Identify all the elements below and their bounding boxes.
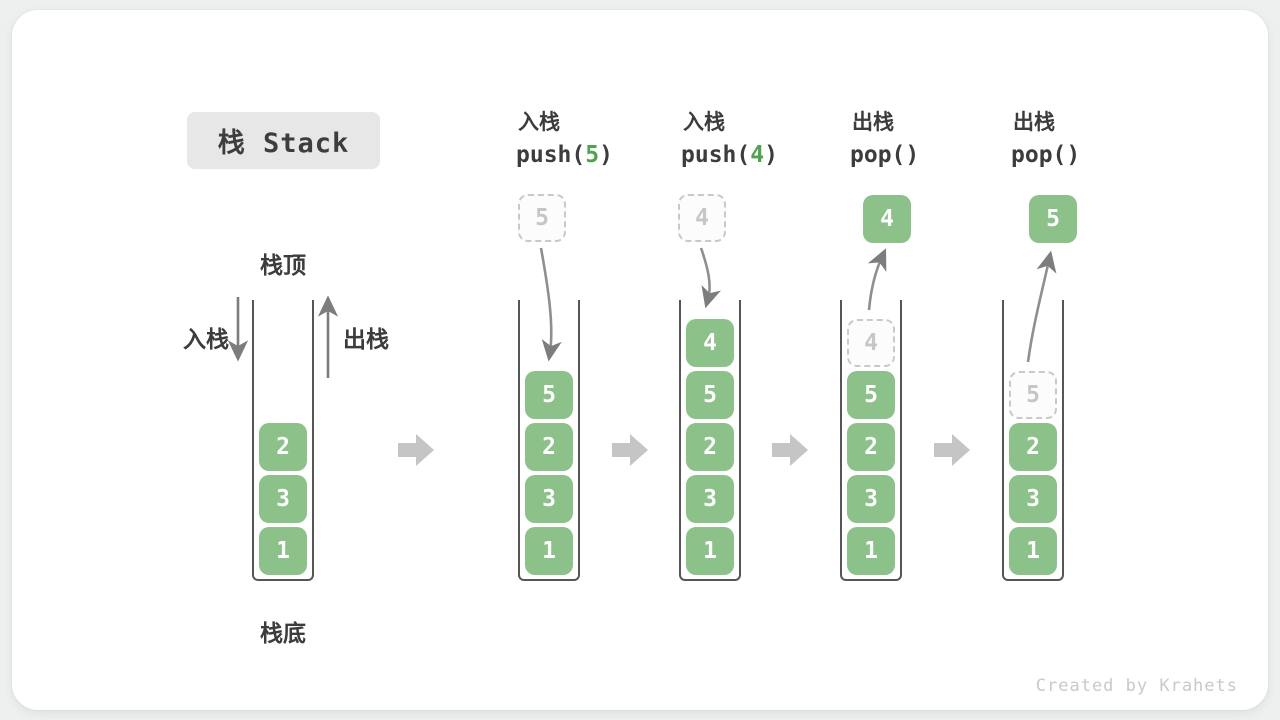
stack-cell: 3 — [1009, 475, 1057, 523]
step1-code-label: push(5) — [516, 142, 613, 168]
step1-op-label: 入栈 — [518, 110, 560, 134]
step4-op-label: 出栈 — [1013, 110, 1055, 134]
stack-cell: 1 — [1009, 527, 1057, 575]
stack-bottom-label: 栈底 — [260, 621, 306, 647]
stack-cell: 2 — [525, 423, 573, 471]
popped-value-box: 4 — [863, 195, 911, 243]
stack-cell: 5 — [525, 371, 573, 419]
step4-code-label: pop() — [1011, 142, 1081, 168]
stack-cell: 3 — [686, 475, 734, 523]
watermark: Created by Krahets — [1035, 676, 1238, 696]
diagram-title-label: 栈 Stack — [217, 128, 350, 159]
pop-direction-label: 出栈 — [343, 327, 389, 353]
stack-cell: 5 — [847, 371, 895, 419]
stack-top-label: 栈顶 — [260, 253, 306, 279]
stack-cell: 5 — [686, 371, 734, 419]
push-direction-label: 入栈 — [183, 327, 229, 353]
step3-code-label: pop() — [850, 142, 920, 168]
stack-cell: 1 — [259, 527, 307, 575]
step2-code-label: push(4) — [681, 142, 778, 168]
stack-ghost-cell: 5 — [1009, 371, 1057, 419]
stack-cell: 2 — [1009, 423, 1057, 471]
popped-value-box: 5 — [1029, 195, 1077, 243]
stack-cell: 1 — [847, 527, 895, 575]
stack-cell: 2 — [686, 423, 734, 471]
stack-cell: 3 — [259, 475, 307, 523]
stack-cell: 2 — [259, 423, 307, 471]
step2-op-label: 入栈 — [683, 110, 725, 134]
stack-cell: 3 — [525, 475, 573, 523]
diagram-title: 栈 Stack — [187, 112, 380, 169]
stack-cell: 1 — [686, 527, 734, 575]
step3-op-label: 出栈 — [852, 110, 894, 134]
stack-cell: 4 — [686, 319, 734, 367]
stack-cell: 2 — [847, 423, 895, 471]
stack-cell: 3 — [847, 475, 895, 523]
stack-ghost-cell: 4 — [847, 319, 895, 367]
stack-cell: 1 — [525, 527, 573, 575]
incoming-value-box: 4 — [678, 194, 726, 242]
incoming-value-box: 5 — [518, 194, 566, 242]
